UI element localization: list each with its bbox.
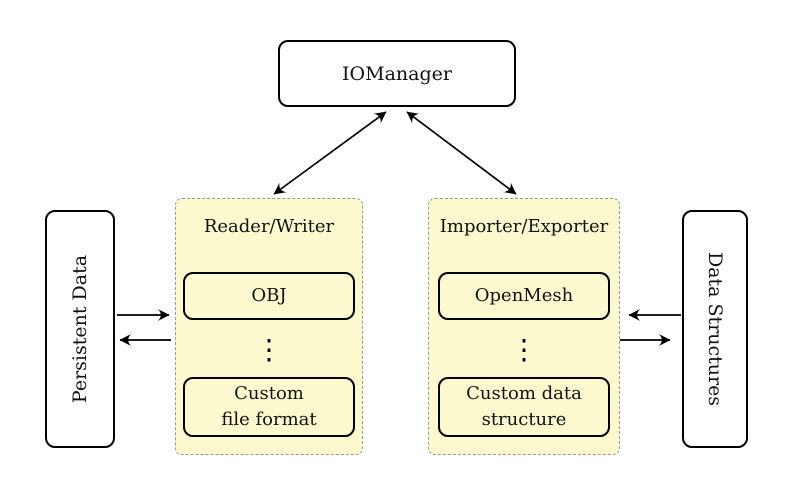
data-structures-box: Data Structures	[682, 210, 748, 448]
iomanager-box: IOManager	[278, 40, 516, 107]
arrow-iomanager-reader-writer	[273, 111, 387, 195]
custom-data-structure-line2: structure	[481, 409, 567, 430]
openmesh-box: OpenMesh	[438, 272, 610, 320]
obj-box: OBJ	[183, 272, 355, 320]
arrow-iomanager-importer-exporter	[406, 111, 517, 195]
importer-exporter-panel: Importer/Exporter OpenMesh ⋮ Custom data…	[428, 198, 620, 455]
openmesh-label: OpenMesh	[474, 285, 574, 306]
data-structures-label: Data Structures	[704, 251, 726, 407]
iomanager-label: IOManager	[342, 62, 452, 85]
persistent-data-box: Persistent Data	[45, 210, 115, 448]
importer-exporter-title: Importer/Exporter	[439, 216, 609, 237]
custom-file-format-line1: Custom	[234, 383, 304, 404]
reader-writer-panel: Reader/Writer OBJ ⋮ Custom file format	[175, 198, 363, 455]
reader-writer-title: Reader/Writer	[203, 216, 335, 237]
custom-file-format-box: Custom file format	[183, 377, 355, 437]
vertical-dots-icon: ⋮	[510, 333, 538, 366]
custom-data-structure-line1: Custom data	[466, 383, 582, 404]
custom-file-format-line2: file format	[221, 409, 317, 430]
custom-data-structure-box: Custom data structure	[438, 377, 610, 437]
vertical-dots-icon: ⋮	[255, 333, 283, 366]
obj-label: OBJ	[251, 285, 287, 306]
persistent-data-label: Persistent Data	[69, 254, 91, 404]
